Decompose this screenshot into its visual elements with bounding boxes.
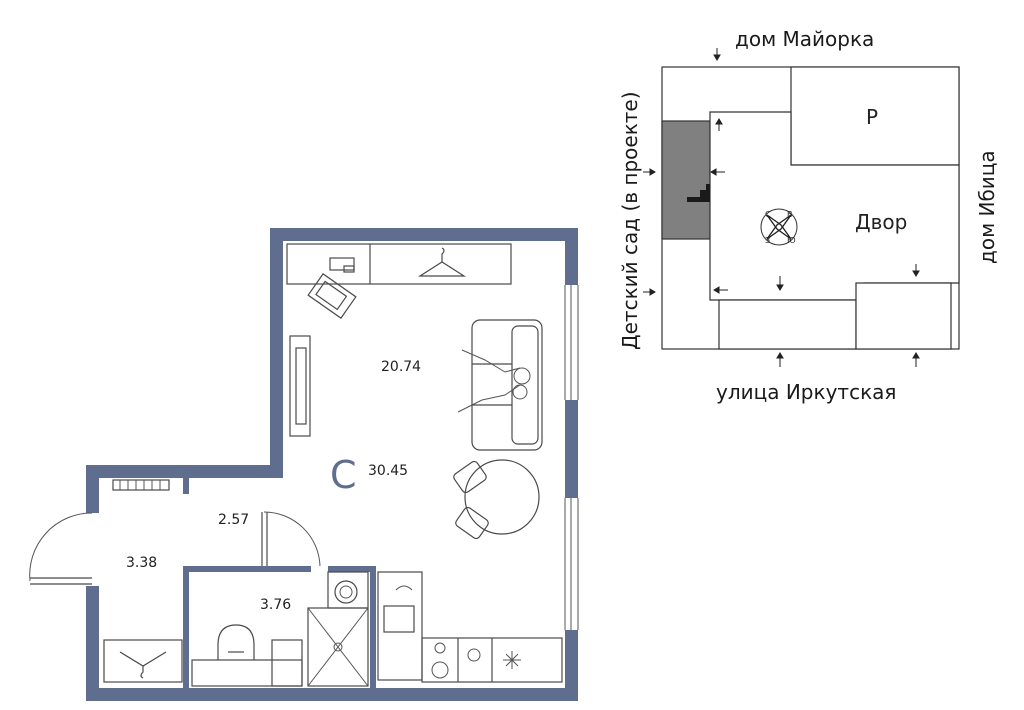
kindergarten-building (661, 120, 711, 240)
bathroom-area: 3.76 (260, 597, 291, 613)
compass-west: З (765, 236, 770, 245)
inner-walls (183, 478, 376, 688)
yard-label: Двор (855, 210, 907, 234)
washing-machine (327, 571, 369, 609)
total-area: 30.45 (368, 463, 408, 479)
wardrobe-unit (286, 243, 512, 285)
living-room-area: 20.74 (381, 359, 421, 375)
parking-label: Р (866, 105, 878, 129)
site-plan: С В Ю З дом Майорка улица Иркутская дом … (618, 27, 999, 404)
building-marker (687, 184, 710, 202)
sink (191, 624, 303, 687)
east-label: дом Ибица (975, 150, 999, 264)
shower (307, 607, 369, 687)
compass-east: В (787, 210, 793, 219)
outer-walls (86, 228, 582, 701)
south-building-2 (855, 282, 952, 350)
dining-table (453, 459, 540, 540)
west-label: Детский сад (в проекте) (618, 91, 642, 350)
north-label: дом Майорка (735, 27, 874, 51)
apartment-type-letter: С (330, 453, 357, 497)
sofa (457, 319, 543, 451)
toilet (271, 639, 303, 687)
entry-arrows (643, 48, 920, 367)
entrance-area: 3.38 (126, 555, 157, 571)
parking-building (790, 66, 960, 166)
south-label: улица Иркутская (716, 380, 896, 404)
south-building-1 (718, 299, 857, 350)
entrance-wardrobe (103, 639, 183, 683)
apartment-plan: 20.74 2.57 3.38 3.76 С 30.45 (29, 228, 582, 701)
compass-south: Ю (787, 236, 796, 245)
hall-area: 2.57 (218, 512, 249, 528)
compass-north: С (765, 210, 771, 219)
hall-radiator (112, 479, 170, 491)
bathroom-door (261, 511, 321, 567)
kitchen (377, 571, 563, 683)
tv-stand (289, 335, 311, 437)
compass-icon: С В Ю З (760, 208, 798, 246)
armchair (307, 273, 357, 319)
entrance-door (29, 512, 93, 585)
